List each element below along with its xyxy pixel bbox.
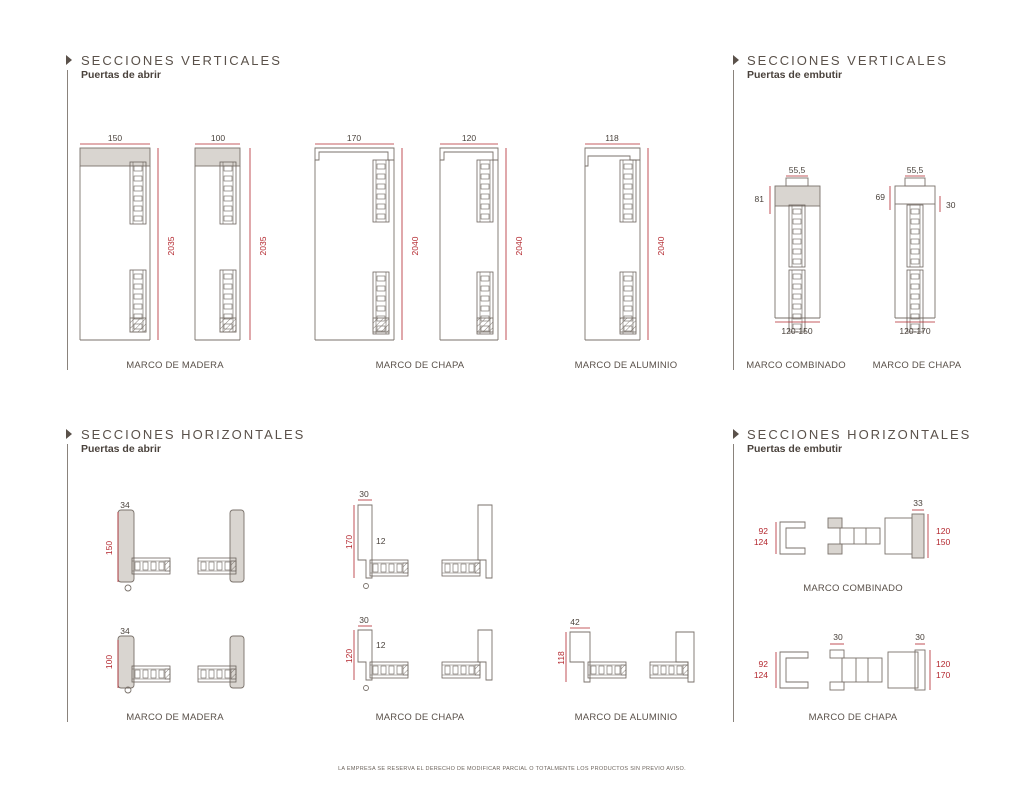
- section-subtitle-horizontal-swing: Puertas de abrir: [81, 443, 161, 455]
- dim-range: 120-170: [899, 326, 930, 336]
- dim-max: 170: [936, 670, 950, 680]
- dim-width: 150: [108, 133, 122, 143]
- dim-side: 30: [946, 200, 956, 210]
- dim-range: 120-150: [781, 326, 812, 336]
- dim-max: 124: [754, 670, 768, 680]
- dim-height: 2040: [410, 236, 420, 255]
- dim-depth: 34: [120, 626, 130, 636]
- dim-depth: 30: [359, 615, 369, 625]
- dim-min: 92: [759, 659, 769, 669]
- dim-depth: 33: [913, 498, 923, 508]
- disclaimer-footer: LA EMPRESA SE RESERVA EL DERECHO DE MODI…: [338, 766, 686, 772]
- dim-min: 92: [759, 526, 769, 536]
- dim-min: 120: [936, 526, 950, 536]
- dim-width: 170: [347, 133, 361, 143]
- caption-vs-chapa: MARCO DE CHAPA: [375, 360, 465, 371]
- dim-width: 55,5: [789, 165, 806, 175]
- caption-hs-aluminio: MARCO DE ALUMINIO: [574, 712, 678, 723]
- dim-side: 81: [755, 194, 765, 204]
- dim-max: 124: [754, 537, 768, 547]
- dim-min: 120: [936, 659, 950, 669]
- dim-gap: 12: [376, 640, 386, 650]
- dim-width: 100: [104, 655, 114, 669]
- section-title-vertical-pocket: SECCIONES VERTICALES: [747, 53, 948, 68]
- section-divider: [67, 70, 68, 370]
- dim-depth: 30: [359, 489, 369, 499]
- dim-depth: 30: [915, 632, 925, 642]
- section-subtitle-vertical-swing: Puertas de abrir: [81, 69, 161, 81]
- dim-depth: 34: [120, 500, 130, 510]
- caption-vs-madera: MARCO DE MADERA: [126, 360, 224, 371]
- section-arrow-icon: [66, 429, 72, 439]
- caption-vp-chapa: MARCO DE CHAPA: [872, 360, 962, 371]
- section-title-vertical-swing: SECCIONES VERTICALES: [81, 53, 282, 68]
- caption-vs-aluminio: MARCO DE ALUMINIO: [574, 360, 678, 371]
- dim-height: 2035: [166, 236, 176, 255]
- dim-depth: 30: [833, 632, 843, 642]
- section-arrow-icon: [66, 55, 72, 65]
- dim-width: 118: [605, 133, 619, 143]
- section-subtitle-vertical-pocket: Puertas de embutir: [747, 69, 843, 81]
- section-title-horizontal-pocket: SECCIONES HORIZONTALES: [747, 427, 972, 442]
- section-divider: [733, 70, 734, 370]
- section-arrow-icon: [733, 429, 739, 439]
- dim-side: 69: [876, 192, 886, 202]
- dim-max: 150: [936, 537, 950, 547]
- dim-width: 120: [344, 649, 354, 663]
- section-arrow-icon: [733, 55, 739, 65]
- section-subtitle-horizontal-pocket: Puertas de embutir: [747, 443, 843, 455]
- dim-width: 120: [462, 133, 476, 143]
- dim-gap: 12: [376, 536, 386, 546]
- section-title-horizontal-swing: SECCIONES HORIZONTALES: [81, 427, 306, 442]
- dim-width: 118: [556, 651, 566, 665]
- caption-hs-madera: MARCO DE MADERA: [126, 712, 224, 723]
- section-divider: [733, 444, 734, 722]
- dim-width: 170: [344, 535, 354, 549]
- caption-vp-combinado: MARCO COMBINADO: [746, 360, 846, 371]
- dim-width: 55,5: [907, 165, 924, 175]
- dim-height: 2040: [514, 236, 524, 255]
- dim-height: 2035: [258, 236, 268, 255]
- section-divider: [67, 444, 68, 722]
- dim-depth: 42: [570, 617, 580, 627]
- dim-width: 150: [104, 541, 114, 555]
- caption-hs-chapa: MARCO DE CHAPA: [375, 712, 465, 723]
- caption-hp-chapa: MARCO DE CHAPA: [808, 712, 898, 723]
- caption-hp-combinado: MARCO COMBINADO: [803, 583, 903, 594]
- dim-height: 2040: [656, 236, 666, 255]
- dim-width: 100: [211, 133, 225, 143]
